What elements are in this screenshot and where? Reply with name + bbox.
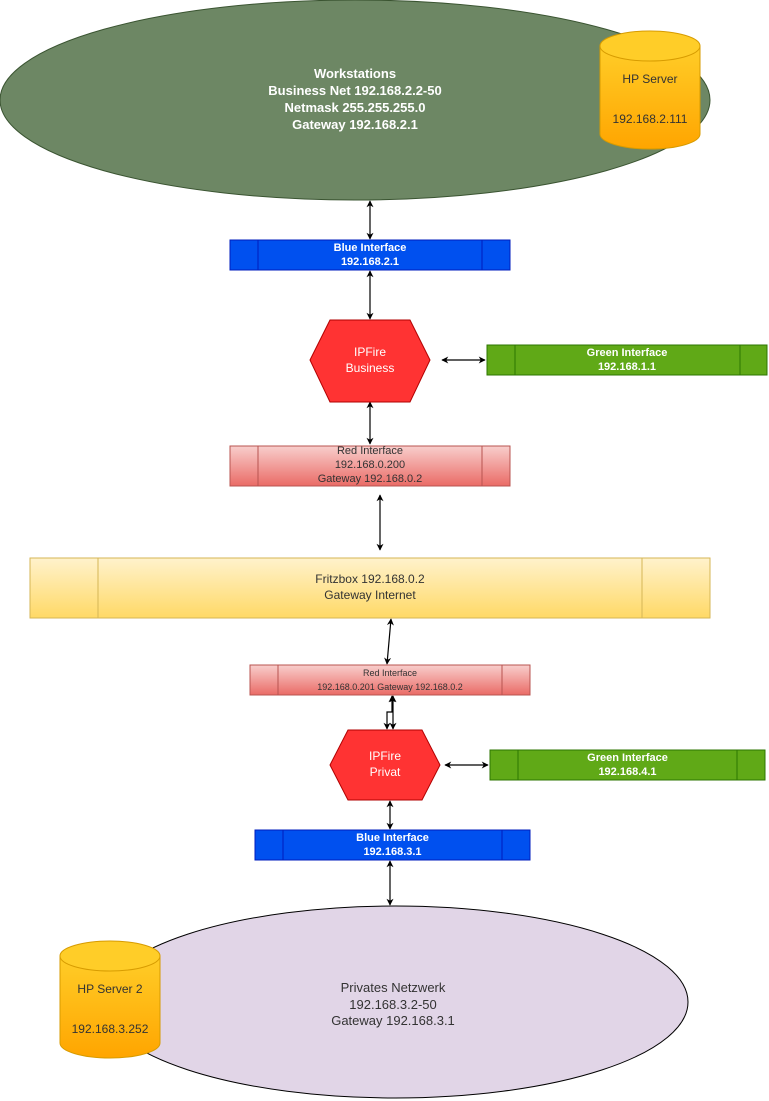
red-interface-1-gateway: Gateway 192.168.0.2 <box>317 472 423 485</box>
blue-interface-1-label: Blue Interface 192.168.2.1 <box>230 240 510 270</box>
ipfire-business-line2: Business <box>345 361 395 375</box>
blue-interface-1-ip: 192.168.2.1 <box>340 256 400 268</box>
ipfire-business-label: IPFire Business <box>310 320 430 402</box>
red-interface-2-title: Red Interface <box>362 667 418 678</box>
workstations-business-net: Business Net 192.168.2.2-50 <box>268 83 442 99</box>
green-interface-1-label: Green Interface 192.168.1.1 <box>487 345 767 375</box>
green-interface-2-label: Green Interface 192.168.4.1 <box>490 750 765 780</box>
hp-server-cylinder <box>599 30 701 150</box>
privates-netzwerk-range: 192.168.3.2-50 <box>349 996 437 1012</box>
hp-server-2-cylinder <box>59 940 161 1059</box>
green-interface-1-box <box>486 344 768 376</box>
blue-interface-1-title: Blue Interface <box>333 241 407 254</box>
ipfire-business-line1: IPFire <box>353 345 386 360</box>
fritzbox-box <box>29 557 711 619</box>
blue-interface-1-box <box>229 239 511 271</box>
red-interface-1-title: Red Interface <box>336 445 404 458</box>
privates-netzwerk-title: Privates Netzwerk <box>340 979 446 995</box>
ipfire-privat-label: IPFire Privat <box>330 730 440 800</box>
ipfire-privat-line2: Privat <box>369 765 401 779</box>
workstations-network <box>0 0 711 201</box>
connector-red2-ipfire-privat-a <box>383 695 396 730</box>
hp-server-2-ip: 192.168.3.252 <box>71 1022 149 1037</box>
connector-fritzbox-red2 <box>384 618 394 665</box>
hp-server-ip: 192.168.2.111 <box>612 112 688 127</box>
fritzbox-line2: Gateway Internet <box>324 588 416 602</box>
red-interface-1-label: Red Interface 192.168.0.200 Gateway 192.… <box>230 445 510 486</box>
fritzbox-label: Fritzbox 192.168.0.2 Gateway Internet <box>30 558 710 618</box>
green-interface-2-ip: 192.168.4.1 <box>598 766 657 778</box>
privates-netzwerk-gateway: Gateway 192.168.3.1 <box>331 1013 455 1029</box>
green-interface-1-ip: 192.168.1.1 <box>597 361 657 373</box>
red-interface-2-box <box>249 664 531 696</box>
blue-interface-2-box <box>254 829 531 861</box>
blue-interface-2-label: Blue Interface 192.168.3.1 <box>255 830 530 860</box>
workstations-netmask: Netmask 255.255.255.0 <box>284 100 426 115</box>
hp-server-label: HP Server 192.168.2.111 <box>600 72 700 128</box>
red-interface-1-ip: 192.168.0.200 <box>334 459 406 472</box>
ipfire-business-hexagon <box>309 319 431 403</box>
red-interface-1-box <box>229 445 511 487</box>
workstations-gateway: Gateway 192.168.2.1 <box>292 116 418 132</box>
blue-interface-2-title: Blue Interface <box>356 831 429 844</box>
red-interface-2-label: Red Interface 192.168.0.201 Gateway 192.… <box>250 665 530 695</box>
privates-netzwerk-label: Privates Netzwerk 192.168.3.2-50 Gateway… <box>243 975 543 1035</box>
ipfire-privat-hexagon <box>329 729 441 801</box>
green-interface-2-title: Green Interface <box>587 751 668 764</box>
green-interface-2-box <box>489 749 766 781</box>
blue-interface-2-ip: 192.168.3.1 <box>363 846 422 858</box>
hp-server-name: HP Server <box>622 72 678 86</box>
fritzbox-line1: Fritzbox 192.168.0.2 <box>315 572 425 587</box>
ipfire-privat-line1: IPFire <box>368 749 401 764</box>
hp-server-2-name: HP Server 2 <box>77 982 143 996</box>
green-interface-1-title: Green Interface <box>586 346 668 359</box>
workstations-title: Workstations <box>313 66 397 82</box>
workstations-label: Workstations Business Net 192.168.2.2-50… <box>205 62 505 138</box>
red-interface-2-line2: 192.168.0.201 Gateway 192.168.0.2 <box>317 682 463 692</box>
hp-server-2-label: HP Server 2 192.168.3.252 <box>60 982 160 1038</box>
